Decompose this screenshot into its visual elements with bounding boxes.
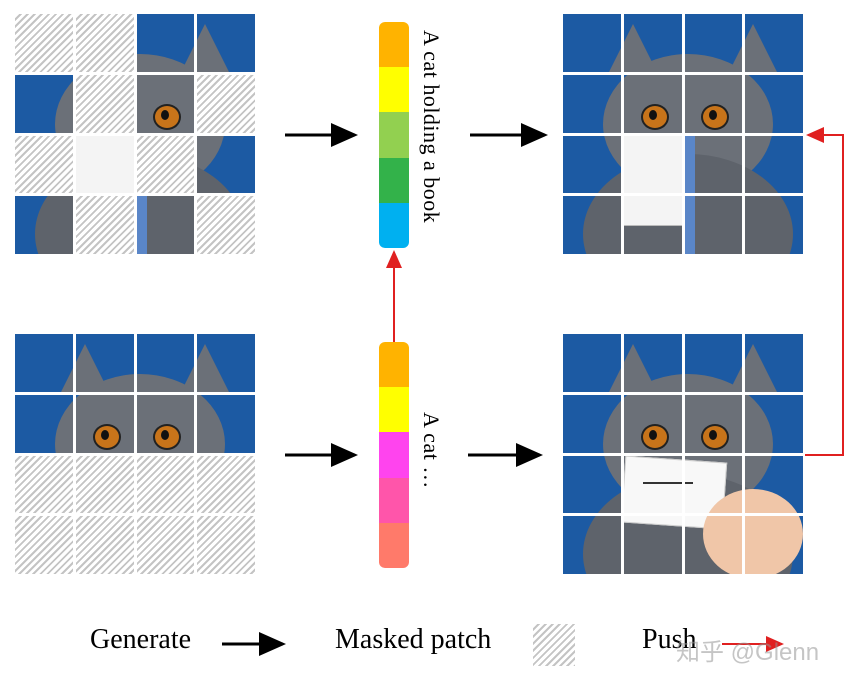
masked-patch bbox=[197, 516, 255, 574]
legend-generate-label: Generate bbox=[90, 624, 192, 655]
masked-patch bbox=[197, 196, 255, 254]
image-patch bbox=[684, 74, 743, 133]
image-patch bbox=[563, 516, 621, 574]
legend-masked-swatch bbox=[533, 624, 575, 666]
image-patch bbox=[623, 516, 682, 574]
image-patch bbox=[15, 394, 73, 453]
image-patch bbox=[75, 394, 134, 453]
masked-patch bbox=[75, 516, 134, 574]
image-patch bbox=[563, 14, 621, 72]
image-patch bbox=[623, 334, 682, 392]
image-patch bbox=[197, 394, 255, 453]
legend-push-label: Push bbox=[642, 624, 697, 655]
input-grid-top bbox=[15, 14, 255, 254]
masked-patch bbox=[136, 135, 195, 194]
input-grid-bottom bbox=[15, 334, 255, 574]
token-bar-top bbox=[379, 22, 409, 248]
image-patch bbox=[623, 196, 682, 254]
output-grid-bottom bbox=[563, 334, 803, 574]
masked-patch bbox=[15, 455, 73, 514]
masked-patch bbox=[197, 455, 255, 514]
masked-patch bbox=[197, 74, 255, 133]
image-patch bbox=[684, 196, 743, 254]
image-patch bbox=[197, 135, 255, 194]
token-bar-bottom bbox=[379, 342, 409, 568]
image-patch bbox=[136, 74, 195, 133]
image-patch bbox=[136, 334, 195, 392]
image-patch bbox=[563, 74, 621, 133]
image-patch bbox=[745, 196, 803, 254]
image-patch bbox=[745, 516, 803, 574]
masked-patch bbox=[15, 135, 73, 194]
image-patch bbox=[684, 455, 743, 514]
token-segment bbox=[379, 432, 409, 478]
image-patch bbox=[745, 74, 803, 133]
token-segment bbox=[379, 522, 409, 568]
token-segment bbox=[379, 387, 409, 433]
caption-top: A cat holding a book bbox=[419, 30, 444, 224]
masked-patch bbox=[75, 14, 134, 72]
image-patch bbox=[563, 334, 621, 392]
image-patch bbox=[15, 196, 73, 254]
caption-bottom: A cat … bbox=[419, 412, 444, 489]
image-patch bbox=[745, 14, 803, 72]
masked-patch bbox=[136, 516, 195, 574]
image-patch bbox=[623, 135, 682, 194]
image-patch bbox=[684, 516, 743, 574]
token-segment bbox=[379, 157, 409, 203]
token-segment bbox=[379, 67, 409, 113]
masked-patch bbox=[75, 455, 134, 514]
image-patch bbox=[197, 14, 255, 72]
image-patch bbox=[745, 394, 803, 453]
image-patch bbox=[563, 455, 621, 514]
image-patch bbox=[623, 14, 682, 72]
push-arrow-right-loop bbox=[805, 127, 844, 456]
image-patch bbox=[745, 455, 803, 514]
watermark: 知乎 @Glenn bbox=[676, 639, 820, 666]
image-patch bbox=[563, 135, 621, 194]
image-patch bbox=[684, 135, 743, 194]
token-segment bbox=[379, 22, 409, 68]
image-patch bbox=[623, 74, 682, 133]
image-patch bbox=[75, 334, 134, 392]
image-patch bbox=[136, 14, 195, 72]
image-patch bbox=[15, 74, 73, 133]
masked-patch bbox=[75, 196, 134, 254]
token-segment bbox=[379, 342, 409, 388]
token-segment bbox=[379, 112, 409, 158]
image-patch bbox=[563, 196, 621, 254]
image-patch bbox=[75, 135, 134, 194]
image-patch bbox=[136, 196, 195, 254]
image-patch bbox=[563, 394, 621, 453]
token-segment bbox=[379, 477, 409, 523]
image-patch bbox=[136, 394, 195, 453]
image-patch bbox=[15, 334, 73, 392]
output-grid-top bbox=[563, 14, 803, 254]
image-patch bbox=[745, 135, 803, 194]
image-patch bbox=[623, 455, 682, 514]
token-segment bbox=[379, 202, 409, 248]
legend-masked-label: Masked patch bbox=[335, 624, 492, 655]
image-patch bbox=[623, 394, 682, 453]
image-patch bbox=[684, 394, 743, 453]
image-patch bbox=[684, 14, 743, 72]
image-patch bbox=[684, 334, 743, 392]
image-patch bbox=[197, 334, 255, 392]
masked-patch bbox=[15, 516, 73, 574]
masked-patch bbox=[136, 455, 195, 514]
masked-patch bbox=[15, 14, 73, 72]
masked-patch bbox=[75, 74, 134, 133]
image-patch bbox=[745, 334, 803, 392]
